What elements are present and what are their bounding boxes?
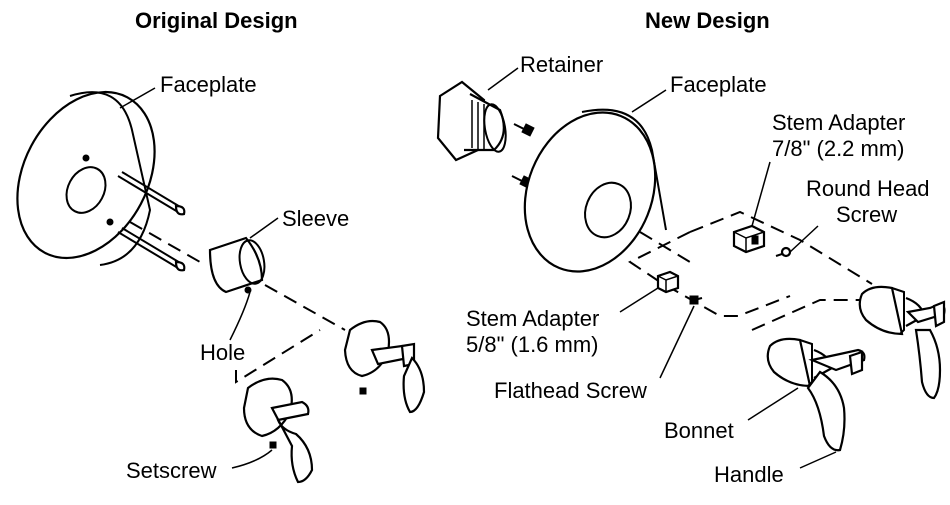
new-axis-line-3 bbox=[628, 231, 791, 317]
original-design-title: Original Design bbox=[135, 8, 298, 33]
new-stem-adapter-small bbox=[656, 270, 680, 294]
leader-faceplate-new bbox=[631, 89, 667, 113]
new-handle-upper bbox=[905, 300, 946, 400]
label-round-head-screw-line2: Screw bbox=[836, 202, 898, 227]
original-axis-line-3 bbox=[235, 329, 321, 384]
original-faceplate bbox=[16, 90, 156, 266]
new-retainer bbox=[436, 80, 507, 162]
new-axis-line-4 bbox=[751, 299, 862, 331]
new-axis-line-2 bbox=[689, 210, 873, 285]
original-setscrew-upper bbox=[359, 387, 367, 395]
label-stem-adapter-large-line1: Stem Adapter bbox=[772, 110, 906, 135]
leader-retainer bbox=[487, 67, 519, 91]
leader-handle bbox=[799, 451, 837, 469]
new-retainer-screws bbox=[511, 123, 535, 189]
label-faceplate-new: Faceplate bbox=[670, 72, 767, 97]
new-stem-adapter-large bbox=[732, 224, 766, 254]
label-hole: Hole bbox=[200, 340, 246, 365]
label-flathead-screw: Flathead Screw bbox=[494, 378, 647, 403]
label-retainer: Retainer bbox=[520, 52, 604, 77]
leader-stem-adapter-large bbox=[751, 161, 771, 227]
new-flathead-screw bbox=[689, 295, 703, 305]
leader-faceplate-original bbox=[119, 87, 156, 109]
leader-stem-adapter-small bbox=[619, 287, 659, 313]
label-stem-adapter-large-line2: 7/8" (2.2 mm) bbox=[772, 136, 905, 161]
label-stem-adapter-small-line2: 5/8" (1.6 mm) bbox=[466, 332, 599, 357]
original-design-drawing bbox=[16, 87, 426, 484]
label-stem-adapter-small-line1: Stem Adapter bbox=[466, 306, 600, 331]
original-axis-line-1 bbox=[129, 221, 201, 263]
original-axis-line-2 bbox=[264, 284, 346, 331]
original-handle-lower bbox=[242, 377, 314, 484]
new-faceplate bbox=[523, 108, 667, 273]
label-handle: Handle bbox=[714, 462, 784, 487]
label-round-head-screw-line1: Round Head bbox=[806, 176, 930, 201]
new-handle-lower bbox=[806, 348, 866, 452]
new-round-head-screw bbox=[775, 246, 792, 258]
new-design-title: New Design bbox=[645, 8, 770, 33]
label-setscrew: Setscrew bbox=[126, 458, 217, 483]
label-bonnet: Bonnet bbox=[664, 418, 734, 443]
leader-bonnet bbox=[747, 387, 799, 421]
leader-flathead-screw bbox=[659, 305, 695, 379]
original-mounting-screws bbox=[117, 171, 186, 272]
original-setscrew-lower bbox=[269, 441, 277, 449]
leader-setscrew bbox=[231, 449, 273, 469]
label-faceplate-original: Faceplate bbox=[160, 72, 257, 97]
new-design-drawing bbox=[436, 67, 946, 469]
leader-sleeve bbox=[249, 217, 279, 239]
leader-hole bbox=[229, 291, 251, 341]
original-handle-upper bbox=[343, 319, 426, 414]
label-sleeve: Sleeve bbox=[282, 206, 350, 231]
original-sleeve bbox=[208, 236, 266, 294]
new-axis-line-1 bbox=[639, 231, 691, 263]
leader-round-head-screw bbox=[789, 225, 819, 253]
